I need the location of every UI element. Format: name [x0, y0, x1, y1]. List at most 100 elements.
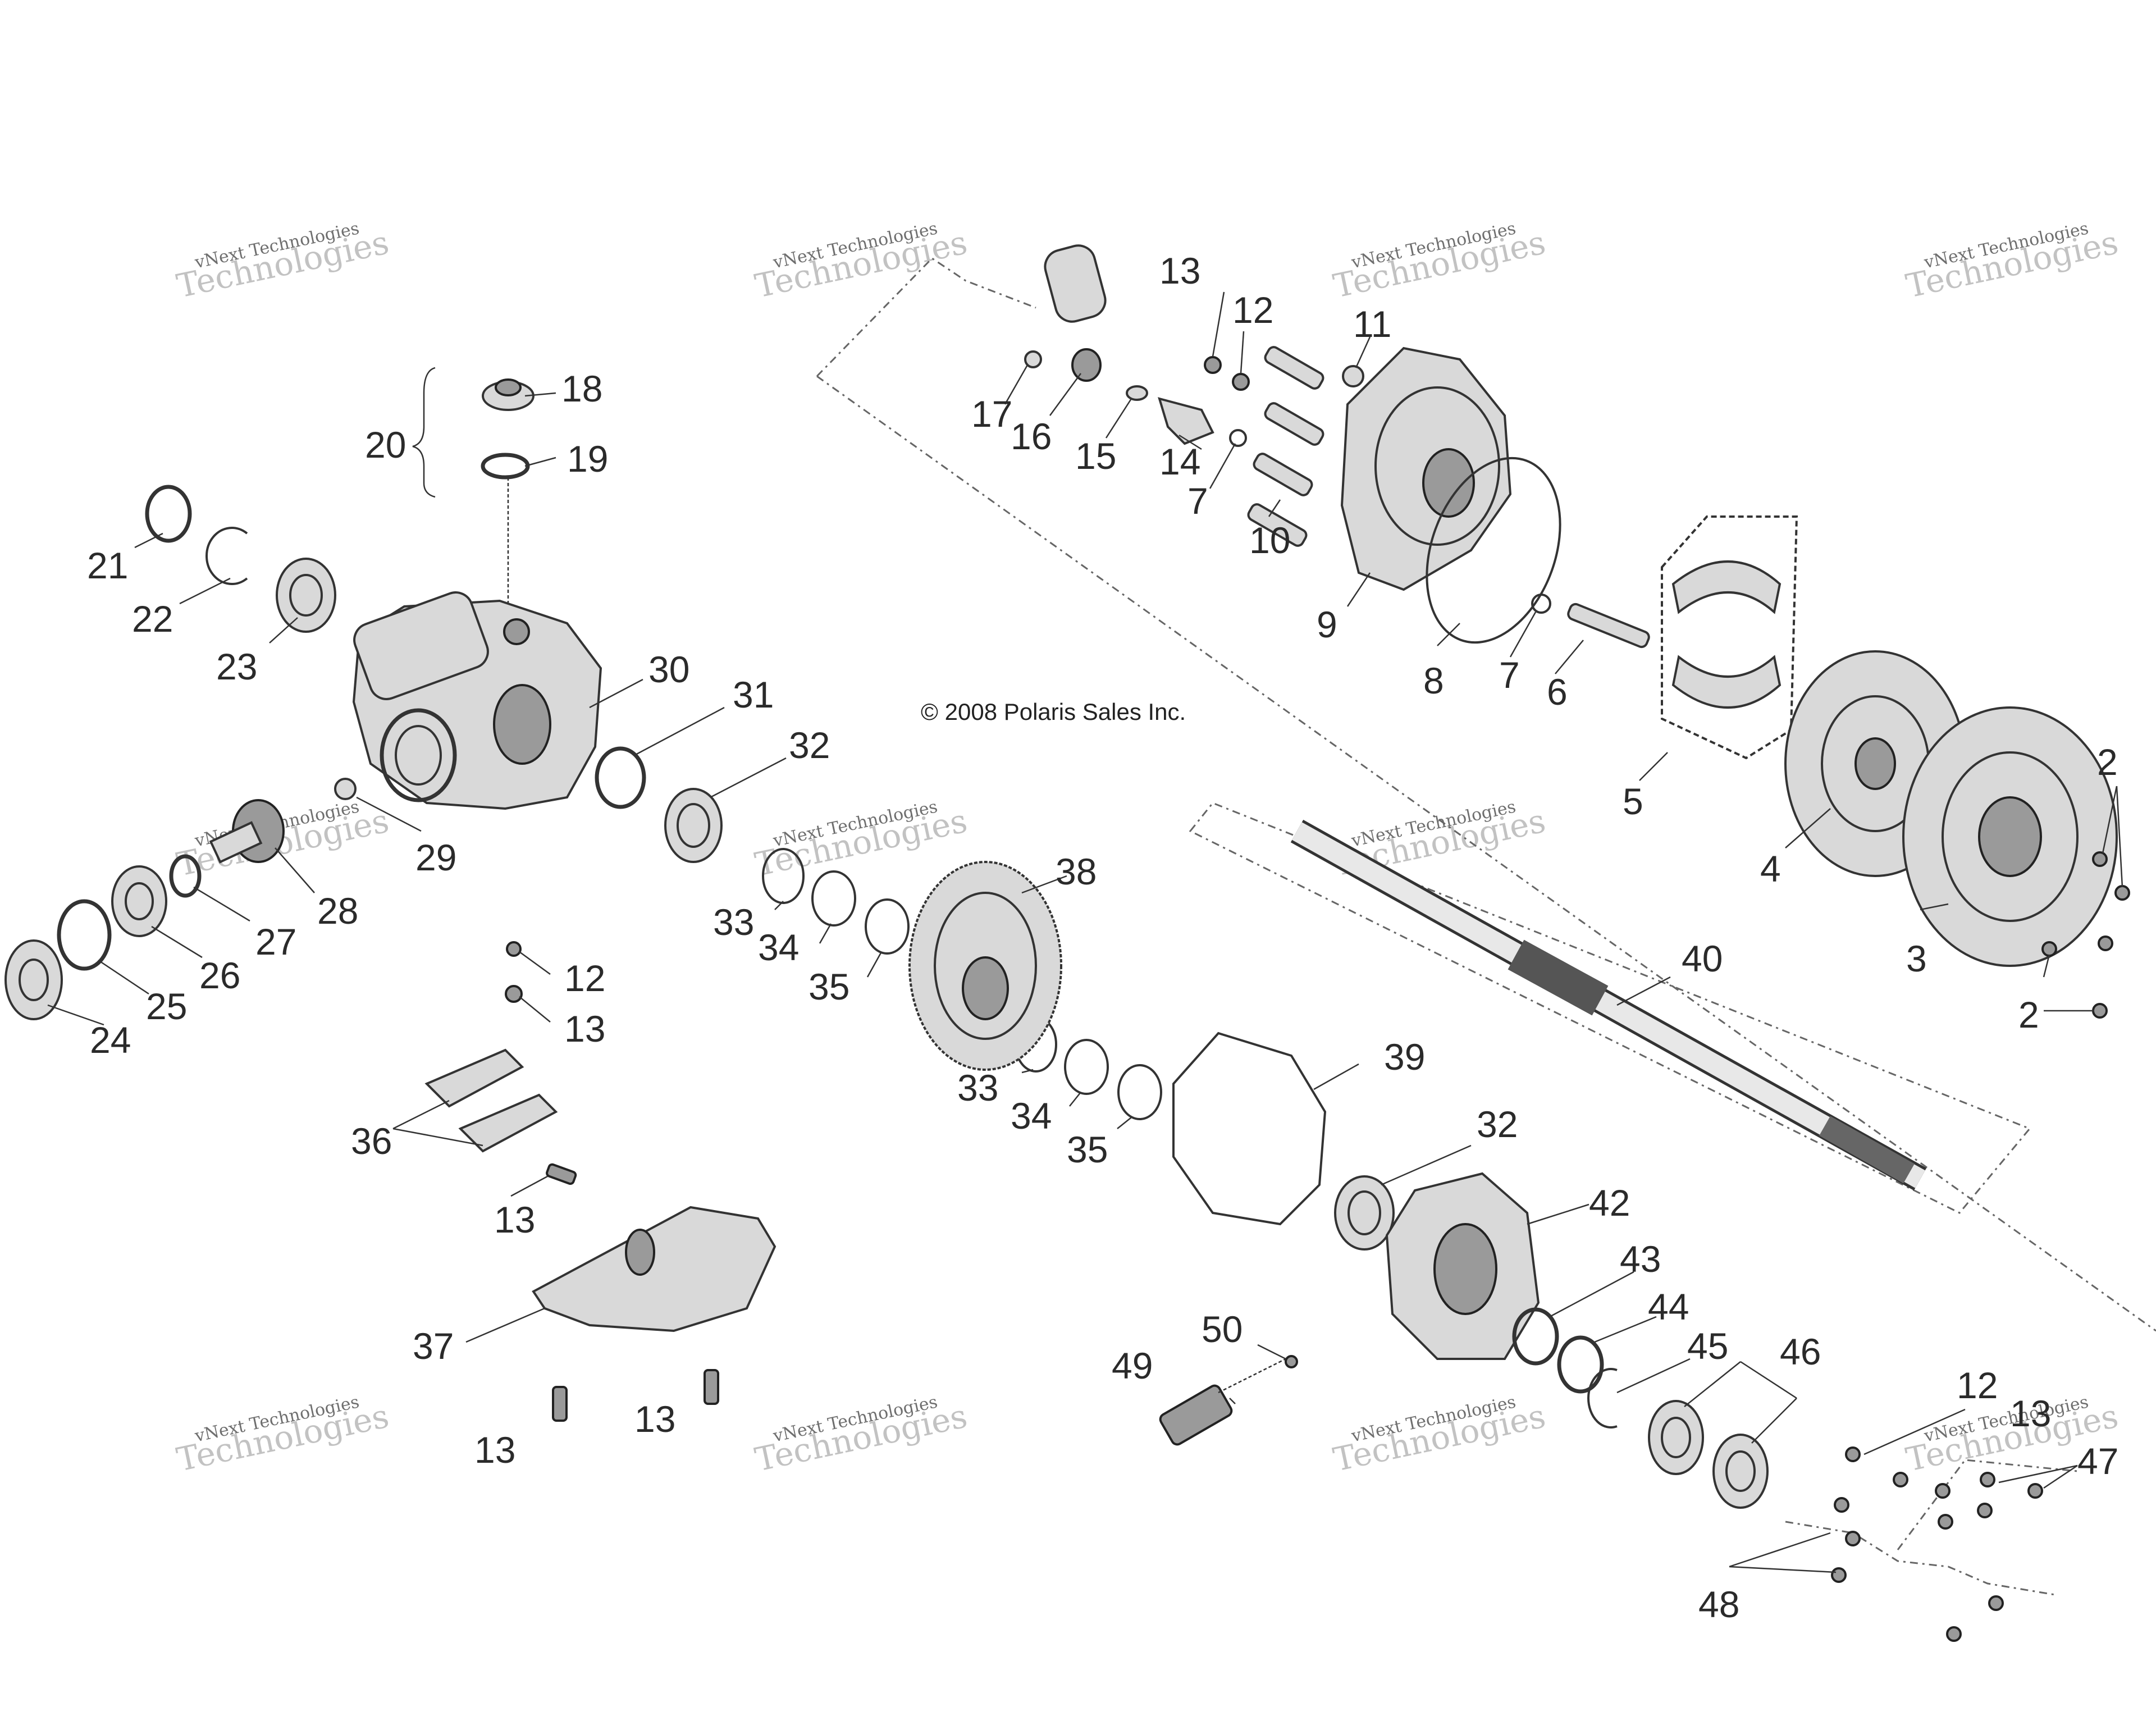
callout-label: 17	[971, 393, 1012, 435]
callout-label: 4	[1760, 848, 1781, 889]
shim-34b	[1064, 1039, 1109, 1095]
fasteners-lower	[505, 941, 2043, 1642]
seal-21	[145, 485, 192, 543]
callout-label: 48	[1698, 1583, 1739, 1625]
shift-plunger-49	[1159, 1358, 1286, 1446]
callout-label: 10	[1249, 519, 1290, 561]
washer-7-top	[1229, 429, 1247, 447]
plug-11	[1342, 365, 1364, 387]
callout-label: 37	[413, 1325, 454, 1367]
plug-50	[1285, 1355, 1298, 1368]
bearing-26	[111, 865, 167, 937]
callout-label: 13	[564, 1008, 605, 1049]
ring-gear-38	[908, 861, 1062, 1071]
assembly-outline-upper	[816, 257, 1036, 377]
watermark: Technologies vNext Technologies	[173, 1392, 392, 1478]
o-ring-8	[1426, 457, 1561, 644]
washer-27	[169, 854, 202, 898]
nut-12-top	[1232, 373, 1250, 391]
callout-label: 7	[1187, 480, 1208, 522]
gasket-39	[1172, 1032, 1327, 1226]
seal-31	[595, 746, 646, 809]
snap-ring-45	[1587, 1368, 1618, 1429]
callout-label: 11	[1353, 303, 1392, 345]
leader-lines	[47, 291, 2123, 1573]
callout-label: 19	[567, 438, 608, 480]
callout-label: 15	[1075, 435, 1116, 477]
callout-label: 49	[1112, 1345, 1153, 1386]
callout-label: 43	[1620, 1238, 1661, 1280]
callout-label: 21	[87, 545, 128, 586]
callout-label: 18	[561, 368, 602, 409]
callout-label: 13	[2010, 1393, 2051, 1434]
brake-housing-3	[1902, 706, 2118, 967]
cover-9	[1340, 346, 1512, 591]
callout-label: 45	[1687, 1325, 1728, 1367]
bearing-46a	[1648, 1400, 1704, 1475]
callout-label: 35	[1067, 1129, 1108, 1170]
bearing-24	[4, 939, 63, 1020]
callout-label: 36	[351, 1120, 392, 1162]
seal-32-left	[664, 788, 723, 863]
callout-label: 29	[415, 837, 456, 878]
callout-label: 39	[1384, 1036, 1425, 1078]
skid-plate-37	[532, 1206, 776, 1332]
callout-label: 23	[216, 646, 257, 687]
brake-shoes-5	[1661, 515, 1798, 760]
callout-label: 14	[1159, 441, 1200, 482]
callout-label: 12	[1957, 1365, 1998, 1406]
callout-label: 44	[1648, 1286, 1689, 1327]
callout-label: 42	[1589, 1182, 1630, 1224]
callout-labels: 2 2 3 4 5 6 7 7 8 9 10 11 12 12 12 13 13…	[87, 250, 2118, 1625]
axle-outline	[1189, 802, 2031, 1214]
washer-7-lower	[1531, 594, 1551, 614]
callout-label: 31	[733, 674, 774, 715]
bolts-2	[2041, 851, 2130, 1019]
nut-13-top	[1204, 356, 1222, 374]
callout-label: 7	[1499, 654, 1520, 696]
shims-36	[424, 1048, 558, 1153]
bearing-46b	[1712, 1434, 1769, 1509]
callout-label: 50	[1202, 1308, 1243, 1350]
shim-33a	[762, 848, 805, 904]
o-ring-43	[1512, 1307, 1559, 1366]
callout-label: 26	[199, 955, 240, 996]
callout-label: 28	[317, 890, 358, 932]
fork-14	[1158, 397, 1214, 445]
callout-label: 13	[474, 1429, 515, 1471]
callout-label: 30	[648, 649, 689, 690]
callout-label: 27	[255, 921, 296, 962]
watermark: Technologies vNext Technologies	[1330, 1392, 1549, 1478]
callout-label: 35	[808, 966, 849, 1007]
callout-label: 13	[494, 1199, 535, 1240]
callout-label: 16	[1011, 416, 1052, 457]
callout-label: 34	[758, 927, 799, 968]
studs-10	[1247, 346, 1324, 547]
fastener-bracket	[1785, 1521, 2055, 1596]
assembly-axis-upper	[816, 375, 2156, 1332]
watermark: Technologies vNext Technologies	[1903, 218, 2122, 305]
shim-35a	[865, 898, 910, 955]
callout-label: 24	[90, 1019, 131, 1061]
callout-label: 33	[957, 1067, 998, 1108]
callout-label: 25	[146, 985, 187, 1027]
callout-label: 46	[1780, 1331, 1821, 1372]
callout-label: 5	[1623, 781, 1643, 822]
callout-label: 8	[1423, 660, 1444, 701]
shift-motor-16	[1044, 244, 1107, 382]
copyright-text: © 2008 Polaris Sales Inc.	[921, 699, 1186, 725]
watermark: Technologies vNext Technologies	[752, 1392, 971, 1478]
pinion-gear-28	[209, 799, 285, 864]
seal-32-right	[1334, 1175, 1395, 1251]
callout-label: 13	[634, 1398, 675, 1440]
callout-label: 47	[2077, 1440, 2118, 1482]
washer-17	[1024, 350, 1042, 368]
vent-cap	[482, 378, 535, 411]
callout-label: 12	[1232, 289, 1273, 331]
plug-29	[334, 778, 357, 800]
gearcase-housing	[352, 591, 602, 810]
callout-label: 32	[789, 724, 830, 766]
shim-34a	[811, 870, 856, 927]
callout-label: 38	[1056, 851, 1097, 892]
